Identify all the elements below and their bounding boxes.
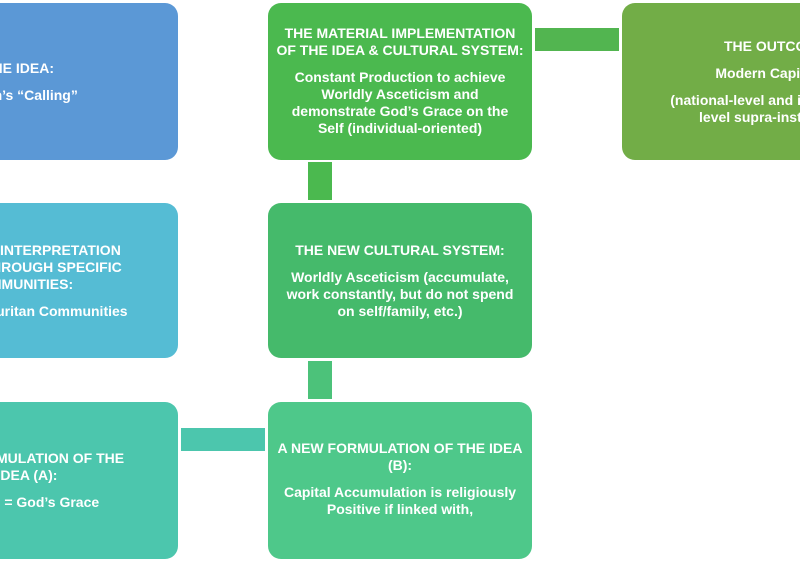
new-cultural-system-body-line: on self/family, etc.) (337, 302, 463, 319)
connector-material-outcome (535, 28, 619, 51)
material-title-line: THE MATERIAL IMPLEMENTATION (284, 25, 516, 41)
material-implementation-box: THE MATERIAL IMPLEMENTATION OF THE IDEA … (268, 3, 532, 160)
formulation-b-body-line: Capital Accumulation is religiously (283, 484, 517, 500)
connector-new-cultural-system-formulation-b (308, 361, 332, 399)
idea-box: THE IDEA: Calvin’s “Calling” (0, 3, 178, 160)
material-body-line: demonstrate God’s Grace on the (291, 103, 509, 119)
outcome-title: THE OUTCOME: (723, 37, 800, 54)
material-title-line: OF THE IDEA & CULTURAL SYSTEM: (276, 42, 524, 58)
connector-material-new-cultural-system (308, 162, 332, 200)
formulation-b-title-line: A NEW FORMULATION OF THE IDEA (277, 440, 523, 456)
material-body-line: Worldly Asceticism and (321, 86, 479, 102)
new-cultural-system-title: THE NEW CULTURAL SYSTEM: (295, 241, 505, 258)
interpretation-title-line: CULTURAL INTERPRETATION (0, 241, 121, 258)
new-cultural-system-body-line: work constantly, but do not spend (286, 285, 514, 302)
formulation-b-box: A NEW FORMULATION OF THE IDEA (B): Capit… (268, 402, 532, 559)
formulation-a-body: Wealth = God’s Grace (0, 494, 100, 510)
idea-title: THE IDEA: (0, 59, 54, 76)
new-cultural-system-box: THE NEW CULTURAL SYSTEM: Worldly Ascetic… (268, 203, 532, 358)
formulation-a-title-line: IDEA (A): (0, 467, 58, 483)
outcome-box: THE OUTCOME: Modern Capitalism (national… (622, 3, 800, 160)
formulation-a-title-line: NEW FORMULATION OF THE (0, 450, 125, 466)
material-body-line: Self (individual-oriented) (317, 120, 483, 136)
connector-formulation-a-formulation-b (181, 428, 265, 451)
formulation-a-box: NEW FORMULATION OF THE IDEA (A): Wealth … (0, 402, 178, 559)
interpretation-title-line: SPREAD THROUGH SPECIFIC (0, 258, 122, 275)
idea-body: Calvin’s “Calling” (0, 86, 78, 103)
cultural-interpretation-box: CULTURAL INTERPRETATION SPREAD THROUGH S… (0, 203, 178, 358)
outcome-note-line: (national-level and international- (670, 91, 800, 108)
formulation-b-body-line: Positive if linked with, (326, 501, 474, 517)
interpretation-title-line: COMMUNITIES: (0, 275, 74, 292)
new-cultural-system-body-line: Worldly Asceticism (accumulate, (291, 268, 509, 285)
outcome-note-line: level supra-institutions) (699, 108, 800, 125)
material-body-line: Constant Production to achieve (294, 69, 506, 85)
interpretation-body: Dutch and Puritan Communities (0, 302, 128, 319)
formulation-b-title-line: (B): (387, 457, 413, 473)
outcome-body: Modern Capitalism (715, 64, 800, 81)
